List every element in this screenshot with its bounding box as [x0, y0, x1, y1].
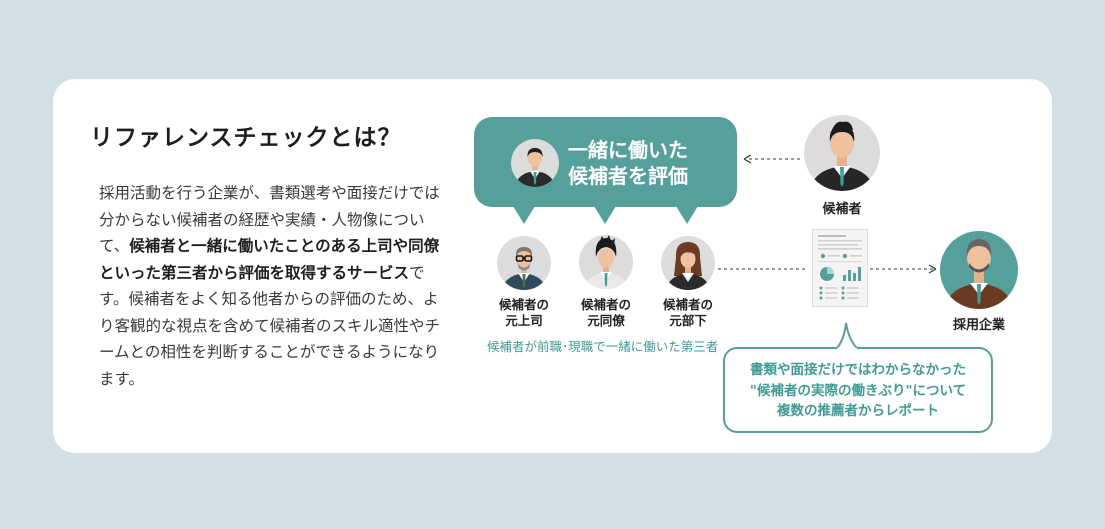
candidate-mini-avatar-icon: [511, 139, 559, 187]
report-document-icon: [812, 229, 868, 307]
company-avatar-icon: [940, 231, 1018, 309]
former-colleague-avatar-icon: [579, 235, 633, 289]
description-part2: です。候補者をよく知る他者からの評価のため、より客観的な視点を含めて候補者のスキ…: [99, 263, 441, 388]
former-colleague-label: 候補者の 元同僚: [580, 297, 631, 328]
company-label: 採用企業: [952, 318, 1005, 333]
former-subordinate-avatar-icon: [661, 236, 715, 290]
page-title: リファレンスチェックとは？: [90, 125, 402, 151]
bubble-line2: 候補者を評価: [568, 164, 688, 188]
former-boss-avatar-icon: [497, 236, 551, 290]
candidate-avatar-icon: [804, 115, 880, 191]
description-text: 採用活動を行う企業が、書類選考や面接だけでは分からない候補者の経歴や実績・人物像…: [99, 180, 444, 392]
former-boss-label: 候補者の 元上司: [498, 297, 549, 328]
referee-caption: 候補者が前職･現職で一緒に働いた第三者: [487, 339, 719, 354]
report-callout: [723, 347, 993, 433]
former-subordinate-label: 候補者の 元部下: [662, 297, 713, 328]
candidate-label: 候補者: [822, 202, 862, 217]
description-part1: 採用活動を行う企業が、書類選考や面接だけでは分からない候補者の経歴や実績・人物像…: [99, 184, 440, 255]
callout-tail: [835, 322, 859, 351]
callout-text: 書類や面接だけではわからなかった "候補者の実際の働きぶり"について 複数の推薦…: [749, 362, 967, 419]
bubble-tail-left: [513, 206, 535, 224]
bubble-line1: 一緒に働いた: [568, 138, 688, 162]
bubble-text: 一緒に働いた 候補者を評価: [568, 137, 688, 189]
bubble-tail-center: [594, 206, 616, 224]
bubble-tail-right: [676, 206, 698, 224]
arrow-head-left-icon: [743, 154, 752, 164]
arrow-head-right-icon: [928, 264, 937, 274]
description-bold: 候補者と一緒に働いたことのある上司や同僚といった第三者から評価を取得するサービス: [99, 237, 440, 282]
